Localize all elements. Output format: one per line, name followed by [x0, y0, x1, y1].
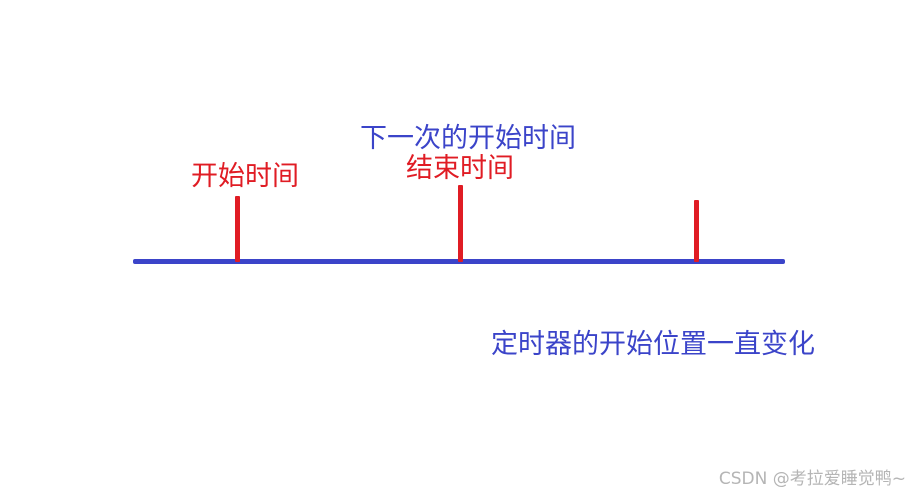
end-time-tick [458, 185, 463, 262]
next-end-time-tick [694, 200, 699, 262]
csdn-watermark: CSDN @考拉爱睡觉鸭~ [718, 469, 906, 489]
next-start-time-label: 下一次的开始时间 [360, 123, 576, 154]
timer-start-note: 定时器的开始位置一直变化 [491, 329, 815, 360]
start-time-label: 开始时间 [191, 161, 299, 192]
start-time-tick [235, 196, 240, 262]
end-time-label: 结束时间 [406, 153, 514, 184]
